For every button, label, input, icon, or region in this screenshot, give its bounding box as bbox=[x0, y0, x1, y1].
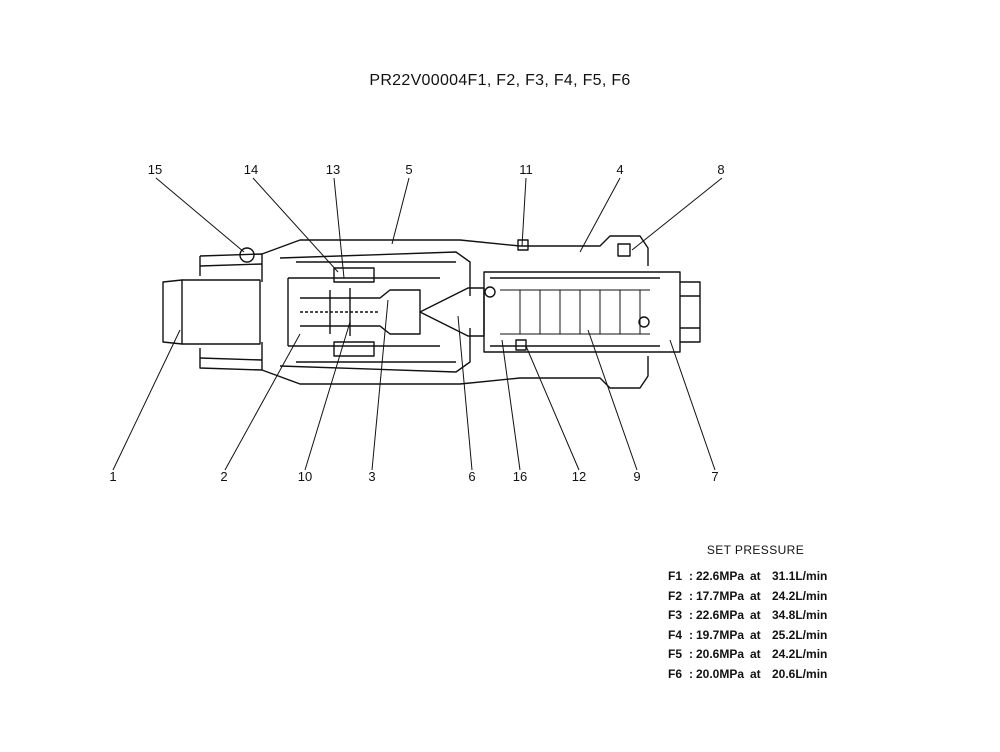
legend-id: F4 bbox=[668, 627, 683, 642]
legend-flow: 20.6L/min bbox=[772, 666, 828, 681]
callout-11: 11 bbox=[519, 162, 533, 177]
legend-sep: : bbox=[689, 666, 693, 681]
legend-at: at bbox=[750, 569, 761, 583]
legend-pressure: 22.6MPa bbox=[696, 608, 745, 622]
outer-sleeve-bottom bbox=[261, 356, 649, 389]
legend-pressure: 22.6MPa bbox=[696, 569, 745, 583]
callout-15: 15 bbox=[148, 162, 162, 177]
legend-at: at bbox=[750, 608, 761, 622]
legend-sep: : bbox=[689, 627, 693, 642]
legend-pressure: 19.7MPa bbox=[696, 627, 745, 642]
drawing-title: PR22V00004F1, F2, F3, F4, F5, F6 bbox=[369, 72, 631, 89]
legend-id: F1 bbox=[668, 569, 683, 583]
legend-row-f3: F3:22.6MPa at 34.8L/min bbox=[668, 608, 858, 628]
valve-body-outline bbox=[162, 235, 701, 389]
legend-sep: : bbox=[689, 588, 693, 603]
legend-row-f1: F1:22.6MPa at 31.1L/min bbox=[668, 569, 858, 589]
legend-flow: 24.2L/min bbox=[772, 588, 828, 603]
legend-id: F5 bbox=[668, 647, 683, 661]
callout-12: 12 bbox=[572, 469, 586, 484]
legend-at: at bbox=[750, 588, 761, 603]
legend-pressure: 20.6MPa bbox=[696, 647, 745, 661]
legend-at: at bbox=[750, 627, 761, 642]
callout-13: 13 bbox=[326, 162, 340, 177]
legend-pressure: 20.0MPa bbox=[696, 666, 745, 681]
legend-flow: 34.8L/min bbox=[772, 608, 828, 622]
legend-id: F2 bbox=[668, 588, 683, 603]
o-ring-15 bbox=[239, 247, 255, 263]
callout-10: 10 bbox=[298, 469, 312, 484]
callout-4: 4 bbox=[616, 162, 623, 177]
inlet-plug bbox=[162, 279, 183, 345]
callout-6: 6 bbox=[468, 469, 475, 484]
legend-row-f5: F5:20.6MPa at 24.2L/min bbox=[668, 647, 858, 667]
callout-2: 2 bbox=[220, 469, 227, 484]
legend-pressure: 17.7MPa bbox=[696, 588, 745, 603]
legend-title: SET PRESSURE bbox=[706, 543, 805, 557]
plug-shank bbox=[182, 279, 261, 345]
legend-id: F6 bbox=[668, 666, 683, 681]
callout-7: 7 bbox=[711, 469, 718, 484]
callout-3: 3 bbox=[368, 469, 375, 484]
callout-9: 9 bbox=[633, 469, 640, 484]
legend-sep: : bbox=[689, 569, 693, 583]
adjuster-body bbox=[483, 271, 681, 353]
legend-id: F3 bbox=[668, 608, 683, 622]
outer-sleeve-top bbox=[261, 235, 649, 266]
legend-row-f6: F6:20.0MPa at 20.6L/min bbox=[668, 667, 858, 687]
left-nut bbox=[199, 253, 263, 371]
legend-sep: : bbox=[689, 608, 693, 622]
legend-flow: 31.1L/min bbox=[772, 569, 828, 583]
legend-sep: : bbox=[689, 647, 693, 661]
legend-row-f2: F2:17.7MPa at 24.2L/min bbox=[668, 589, 858, 609]
legend-at: at bbox=[750, 666, 761, 681]
callout-16: 16 bbox=[513, 469, 527, 484]
legend-row-f4: F4:19.7MPa at 25.2L/min bbox=[668, 628, 858, 648]
callout-14: 14 bbox=[244, 162, 258, 177]
leader-lines bbox=[112, 177, 723, 471]
legend-flow: 25.2L/min bbox=[772, 627, 828, 642]
legend-flow: 24.2L/min bbox=[772, 647, 828, 661]
callout-1: 1 bbox=[109, 469, 116, 484]
end-cap bbox=[680, 281, 701, 343]
legend-at: at bbox=[750, 647, 761, 661]
cone-poppet bbox=[419, 287, 485, 337]
callout-8: 8 bbox=[717, 162, 724, 177]
callout-5: 5 bbox=[405, 162, 412, 177]
